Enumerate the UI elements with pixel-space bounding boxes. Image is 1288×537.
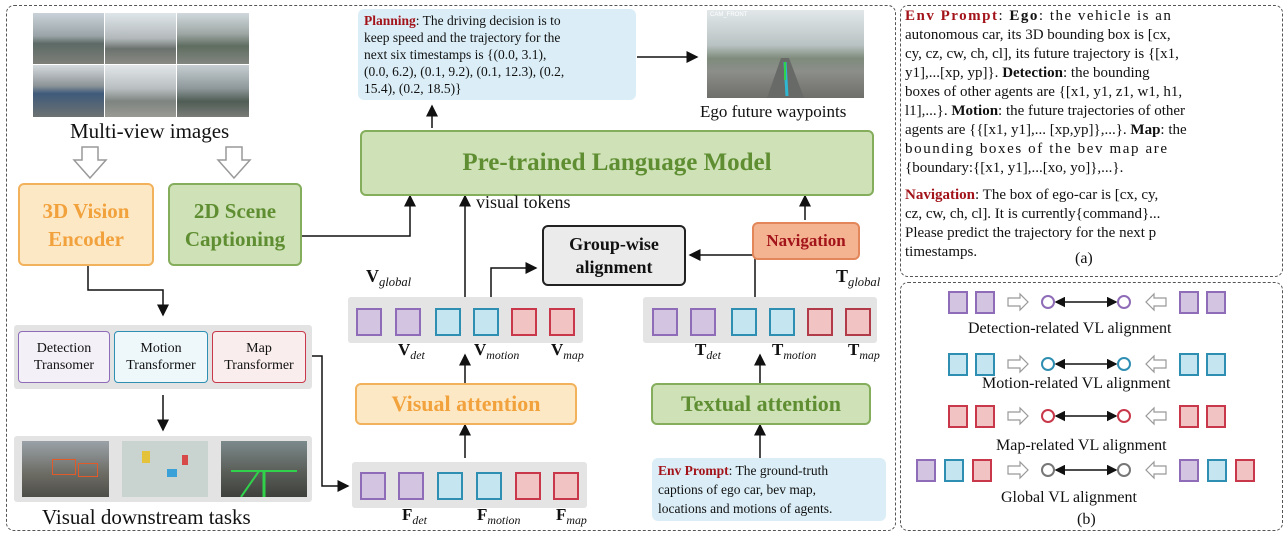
planning-label: Planning: [364, 13, 416, 28]
motion-result-image: [122, 441, 208, 497]
motion-alignment-label: Motion-related VL alignment: [982, 375, 1171, 392]
map-alignment-label: Map-related VL alignment: [996, 437, 1167, 454]
panel-a-line-8: bounding boxes of the bev map are: [905, 141, 1169, 157]
downstream-label: Visual downstream tasks: [42, 505, 251, 529]
panel-a-caption: (a): [1075, 250, 1093, 267]
panel-a-line-2: autonomous car, its 3D bounding box is […: [905, 27, 1171, 43]
multi-view-label: Multi-view images: [70, 119, 230, 143]
f-token-det-1: [360, 472, 386, 500]
t-token-bar: [643, 297, 877, 343]
panel-b: [900, 282, 1283, 531]
panel-a: [900, 5, 1283, 277]
f-token-motion-2: [476, 472, 502, 500]
f-token-det-2: [398, 472, 424, 500]
visual-attention: Visual attention: [355, 383, 577, 425]
t-token-motion-1: [731, 308, 757, 336]
v-token-det-2: [395, 308, 421, 336]
panel-a-line-6: l1],...}. Motion: the future trajectorie…: [905, 103, 1186, 119]
t-token-det-2: [690, 308, 716, 336]
v-token-map-2: [549, 308, 575, 336]
detection-alignment-label: Detection-related VL alignment: [968, 320, 1172, 337]
ego-future-label: Ego future waypoints: [700, 102, 847, 121]
panel-a-line-9: {boundary:{[x1, y1],...[xo, yo]},...}.: [905, 160, 1124, 176]
multi-view-images: [33, 13, 249, 117]
f-motion-label: Fmotion: [477, 505, 521, 527]
v-token-det-1: [356, 308, 382, 336]
panel-a-line-5: boxes of other agents are {[x1, y1, z1, …: [905, 84, 1183, 100]
env-prompt-caption: Env Prompt: The ground-truth captions of…: [652, 458, 886, 521]
textual-attention: Textual attention: [651, 383, 871, 425]
f-map-label: Fmap: [556, 505, 587, 527]
t-map-label: Tmap: [848, 340, 880, 362]
3d-vision-encoder: 3D Vision Encoder: [18, 183, 154, 266]
panel-a-line-7: agents are {{[x1, y1],... [xp,yp]},...}.…: [905, 122, 1187, 138]
t-det-label: Tdet: [695, 340, 721, 362]
panel-a-line-3: cy, cz, cw, ch, cl], its future trajecto…: [905, 46, 1179, 62]
pretrained-language-model: Pre-trained Language Model: [360, 130, 874, 196]
f-det-label: Fdet: [402, 505, 427, 527]
detection-transformer: Detection Transomer: [18, 331, 110, 383]
alignment-diagrams: [916, 291, 1255, 482]
detection-result-image: [22, 441, 109, 497]
t-token-motion-2: [769, 308, 795, 336]
2d-scene-captioning: 2D Scene Captioning: [168, 183, 302, 266]
global-alignment-label: Global VL alignment: [1001, 489, 1137, 506]
ego-future-image: CAM_FRONT: [707, 10, 864, 98]
v-det-label: Vdet: [398, 340, 425, 362]
group-wise-alignment: Group-wise alignment: [542, 225, 686, 286]
f-token-motion-1: [437, 472, 463, 500]
main-panel: [6, 5, 896, 531]
f-token-map-2: [553, 472, 579, 500]
t-token-map-2: [845, 308, 871, 336]
navigation-box: Navigation: [752, 222, 860, 260]
t-token-map-1: [807, 308, 833, 336]
v-map-label: Vmap: [551, 340, 584, 362]
env-prompt-label: Env Prompt: [658, 463, 729, 478]
panel-a-line-13: timestamps.: [905, 244, 978, 260]
t-motion-label: Tmotion: [772, 340, 817, 362]
panel-a-line-10: Navigation: The box of ego-car is [cx, c…: [905, 187, 1159, 203]
v-global-label: Vglobal: [366, 266, 412, 289]
f-token-map-1: [515, 472, 541, 500]
panel-a-line-11: cz, cw, ch, cl]. It is currently{command…: [905, 206, 1161, 222]
panel-a-line-1: Env Prompt: Ego: the vehicle is an: [905, 8, 1173, 24]
v-token-motion-2: [473, 308, 499, 336]
panel-b-caption: (b): [1077, 511, 1096, 528]
motion-transformer: Motion Transformer: [114, 331, 208, 383]
v-token-map-1: [511, 308, 537, 336]
v-motion-label: Vmotion: [474, 340, 520, 362]
v-token-motion-1: [435, 308, 461, 336]
camera-tag: CAM_FRONT: [710, 12, 748, 18]
f-token-bar: [352, 462, 587, 508]
t-global-label: Tglobal: [836, 266, 881, 289]
panel-a-line-12: Please predict the trajectory for the ne…: [905, 225, 1157, 241]
panel-a-line-4: y1],...[xp, yp]}. Detection: the boundin…: [905, 65, 1150, 81]
visual-tokens-label: visual tokens: [476, 192, 571, 212]
planning-output: Planning: The driving decision is to kee…: [358, 9, 636, 100]
map-transformer: Map Transformer: [212, 331, 306, 383]
t-token-det-1: [652, 308, 678, 336]
map-result-image: [221, 441, 307, 497]
v-token-bar: [348, 297, 583, 343]
